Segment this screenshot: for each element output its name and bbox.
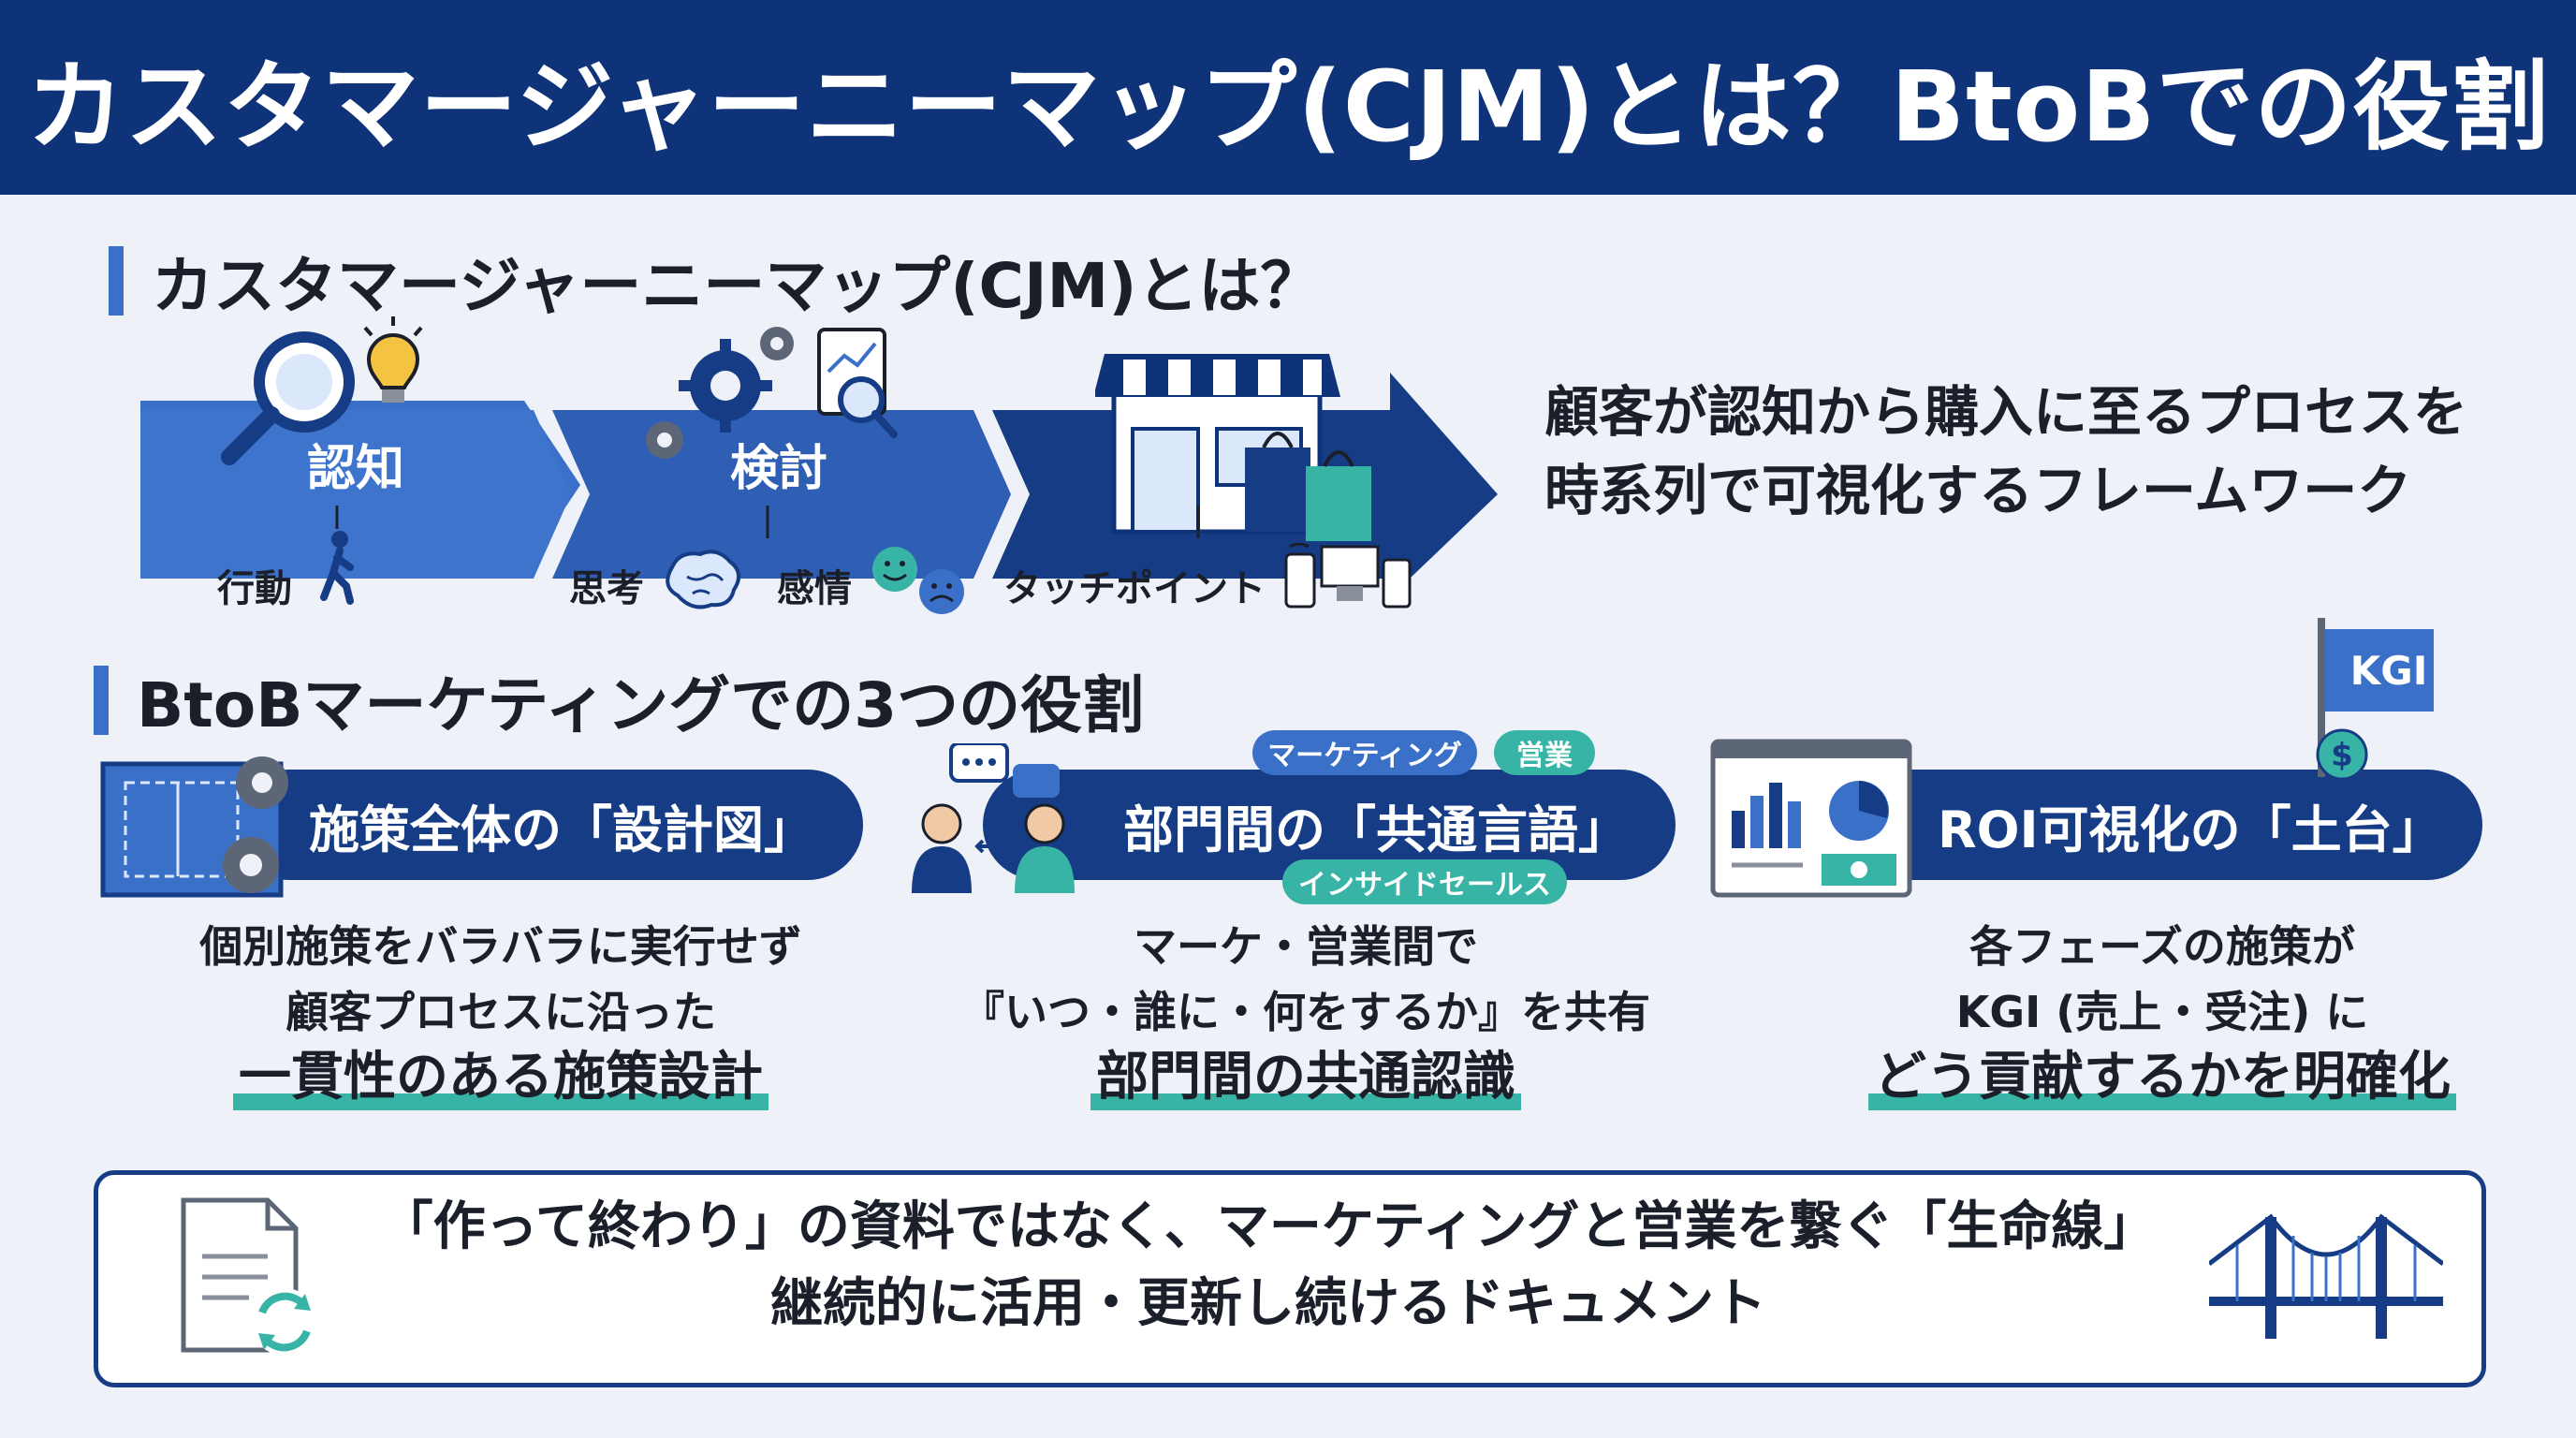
role-desc-line: 個別施策をバラバラに実行せず [199,921,802,972]
role-desc-line: マーケ・営業間で [1134,921,1478,972]
footer-message: 「作って終わり」の資料ではなく、マーケティングと営業を繋ぐ「生命線」 継続的に活… [356,1189,2181,1343]
role-desc-line: 『いつ・誰に・何をするか』を共有 [961,987,1650,1037]
heading-accent-bar [109,246,124,315]
label-emotion: 感情 [777,567,852,610]
stage-label-consideration: 検討 [730,441,828,497]
gears-document-search-icon [646,327,898,459]
label-touchpoint: タッチポイント [1003,567,1266,610]
stage-label-awareness: 認知 [307,441,405,497]
footer-line-1: 「作って終わり」の資料ではなく、マーケティングと営業を繋ぐ「生命線」 [380,1196,2157,1257]
role-emphasis-common-language: 部門間の共通認識 [1090,1045,1521,1110]
role-title-common-language: 部門間の「共通言語」 [1123,800,1629,859]
definition-line-1: 顧客が認知から購入に至るプロセスを [1544,380,2468,444]
brain-icon [666,550,741,609]
role-desc-roi-foundation: 各フェーズの施策が KGI (売上・受注) に どう貢献するかを明確化 [1797,914,2527,1112]
blueprint-gears-icon [100,756,288,898]
definition-line-2: 時系列で可視化するフレームワーク [1544,459,2412,522]
role-emphasis-blueprint: 一貫性のある施策設計 [233,1045,768,1110]
dashboard-chart-icon [1710,739,1912,898]
walking-person-icon [320,531,354,605]
document-refresh-icon [181,1197,318,1356]
chevron-awareness [140,410,571,579]
section-heading-cjm: カスタマージャーニーマップ(CJM)とは？ [109,236,1322,326]
kgi-flag-label: KGI [2349,648,2428,694]
kgi-flag-icon: $ [2316,618,2434,781]
sub-label-connectors [335,506,1200,538]
section-heading-roles-text: BtoBマーケティングでの3つの役割 [137,669,1145,741]
role-title-blueprint: 施策全体の「設計図」 [309,800,814,859]
magnifier-lightbulb-icon [221,316,423,465]
tag-sales: 営業 [1494,730,1595,775]
role-emphasis-roi-foundation: どう貢献するかを明確化 [1868,1045,2456,1110]
bridge-icon [2209,1213,2443,1339]
people-conversation-icon [912,743,1075,893]
label-action: 行動 [217,567,292,610]
footer-line-2: 継続的に活用・更新し続けるドキュメント [770,1273,1766,1334]
tag-inside-sales: インサイドセールス [1282,859,1567,904]
section-heading-cjm-text: カスタマージャーニーマップ(CJM)とは？ [152,250,1323,322]
emotion-faces-icon [872,547,964,614]
footer-callout-box [94,1170,2486,1387]
cjm-definition: 顧客が認知から購入に至るプロセスを 時系列で可視化するフレームワーク [1544,373,2467,530]
page-title: カスタマージャーニーマップ(CJM)とは？BtoBでの役割 [26,49,2550,164]
role-desc-line: KGI (売上・受注) に [1955,987,2369,1037]
role-title-roi-foundation: ROI可視化の「土台」 [1938,800,2443,859]
role-desc-common-language: マーケ・営業間で 『いつ・誰に・何をするか』を共有 部門間の共通認識 [945,914,1666,1112]
storefront-shopping-bags-icon [1095,354,1371,541]
tag-marketing: マーケティング [1252,730,1477,775]
role-pill-blueprint: 施策全体の「設計図」 [234,770,863,880]
label-thought: 思考 [569,567,644,610]
devices-icon [1284,543,1412,609]
section-heading-roles: BtoBマーケティングでの3つの役割 [94,655,1144,745]
role-desc-blueprint: 個別施策をバラバラに実行せず 顧客プロセスに沿った 一貫性のある施策設計 [140,914,861,1112]
dollar-sign: $ [2331,737,2353,774]
role-desc-line: 各フェーズの施策が [1969,921,2355,972]
header-banner: カスタマージャーニーマップ(CJM)とは？BtoBでの役割 [0,0,2576,195]
heading-accent-bar [94,666,109,735]
role-desc-line: 顧客プロセスに沿った [285,987,716,1037]
